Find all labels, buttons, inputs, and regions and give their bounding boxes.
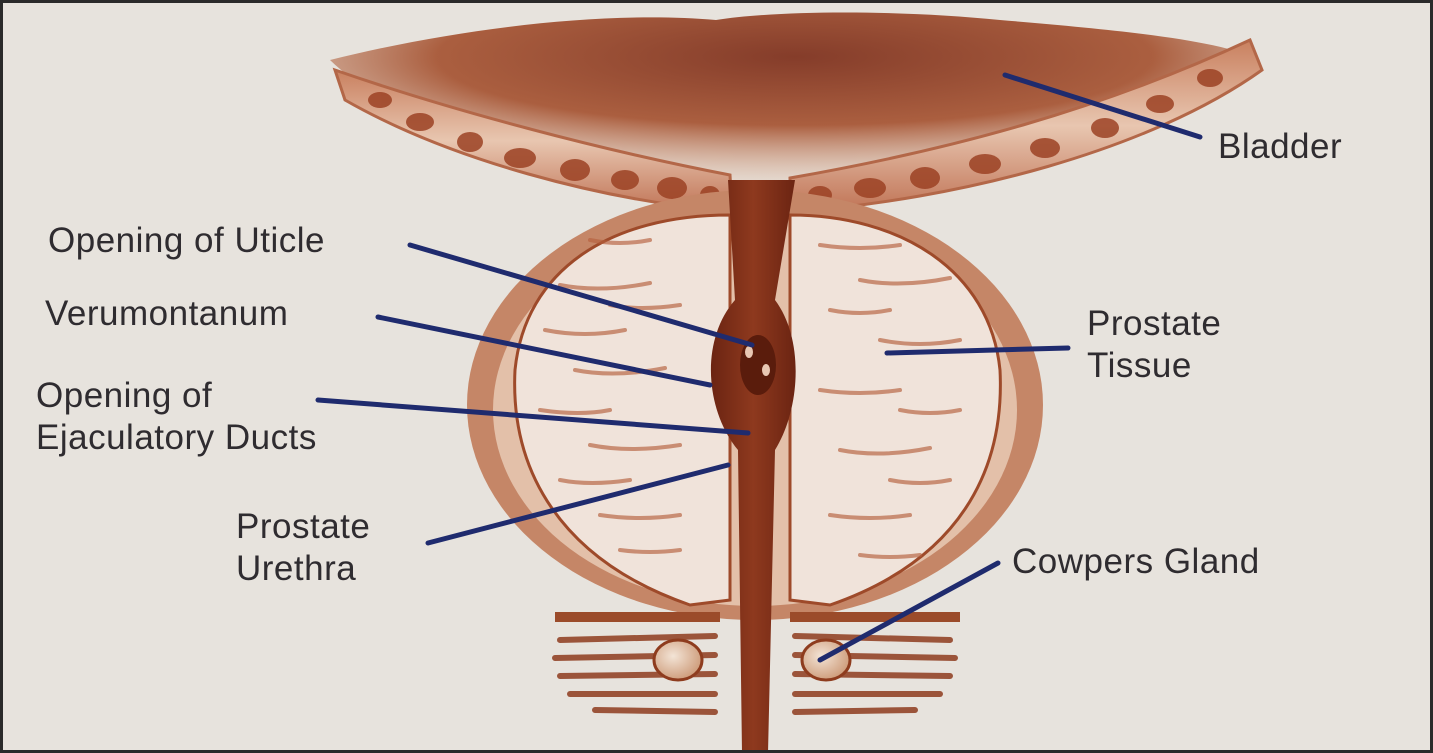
label-cowpers-gland: Cowpers Gland	[1012, 541, 1260, 583]
label-prostate-tissue: Prostate Tissue	[1087, 303, 1221, 387]
label-prostate-urethra: Prostate Urethra	[236, 506, 370, 590]
label-opening-of-uticle: Opening of Uticle	[48, 220, 325, 262]
label-opening-of-ejaculatory-ducts: Opening of Ejaculatory Ducts	[36, 375, 317, 459]
label-verumontanum: Verumontanum	[45, 293, 288, 335]
label-bladder: Bladder	[1218, 126, 1342, 168]
